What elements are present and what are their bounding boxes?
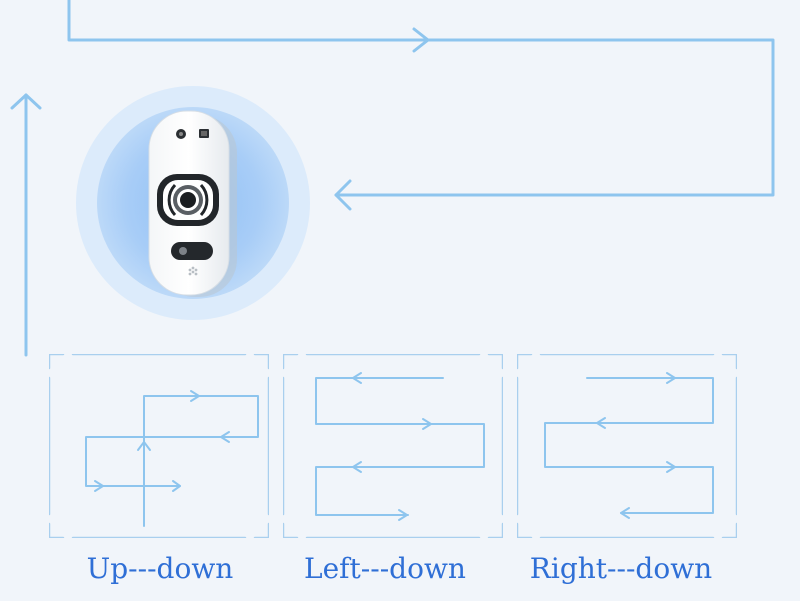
right-down-path	[544, 372, 714, 519]
left-arrow-icon	[334, 179, 352, 211]
mode-panel-left-down	[283, 354, 503, 538]
mode-panel-right-down	[517, 354, 737, 538]
up-arrow-icon	[10, 93, 42, 110]
right-arrow-icon	[412, 27, 430, 53]
fan-icon	[180, 192, 196, 208]
left-down-path	[315, 372, 485, 521]
top-route-path-line	[67, 0, 775, 197]
mode-label-left-down: Left---down	[304, 552, 466, 585]
mode-label-up-down: Up---down	[86, 552, 234, 585]
mode-panel-up-down	[49, 354, 269, 538]
mode-label-right-down: Right---down	[529, 552, 713, 585]
control-button	[171, 242, 213, 260]
logo-dots-icon	[188, 266, 198, 276]
panel-corner-brackets	[49, 354, 269, 538]
window-cleaning-robot-icon	[75, 85, 311, 321]
up-down-path	[85, 390, 259, 527]
